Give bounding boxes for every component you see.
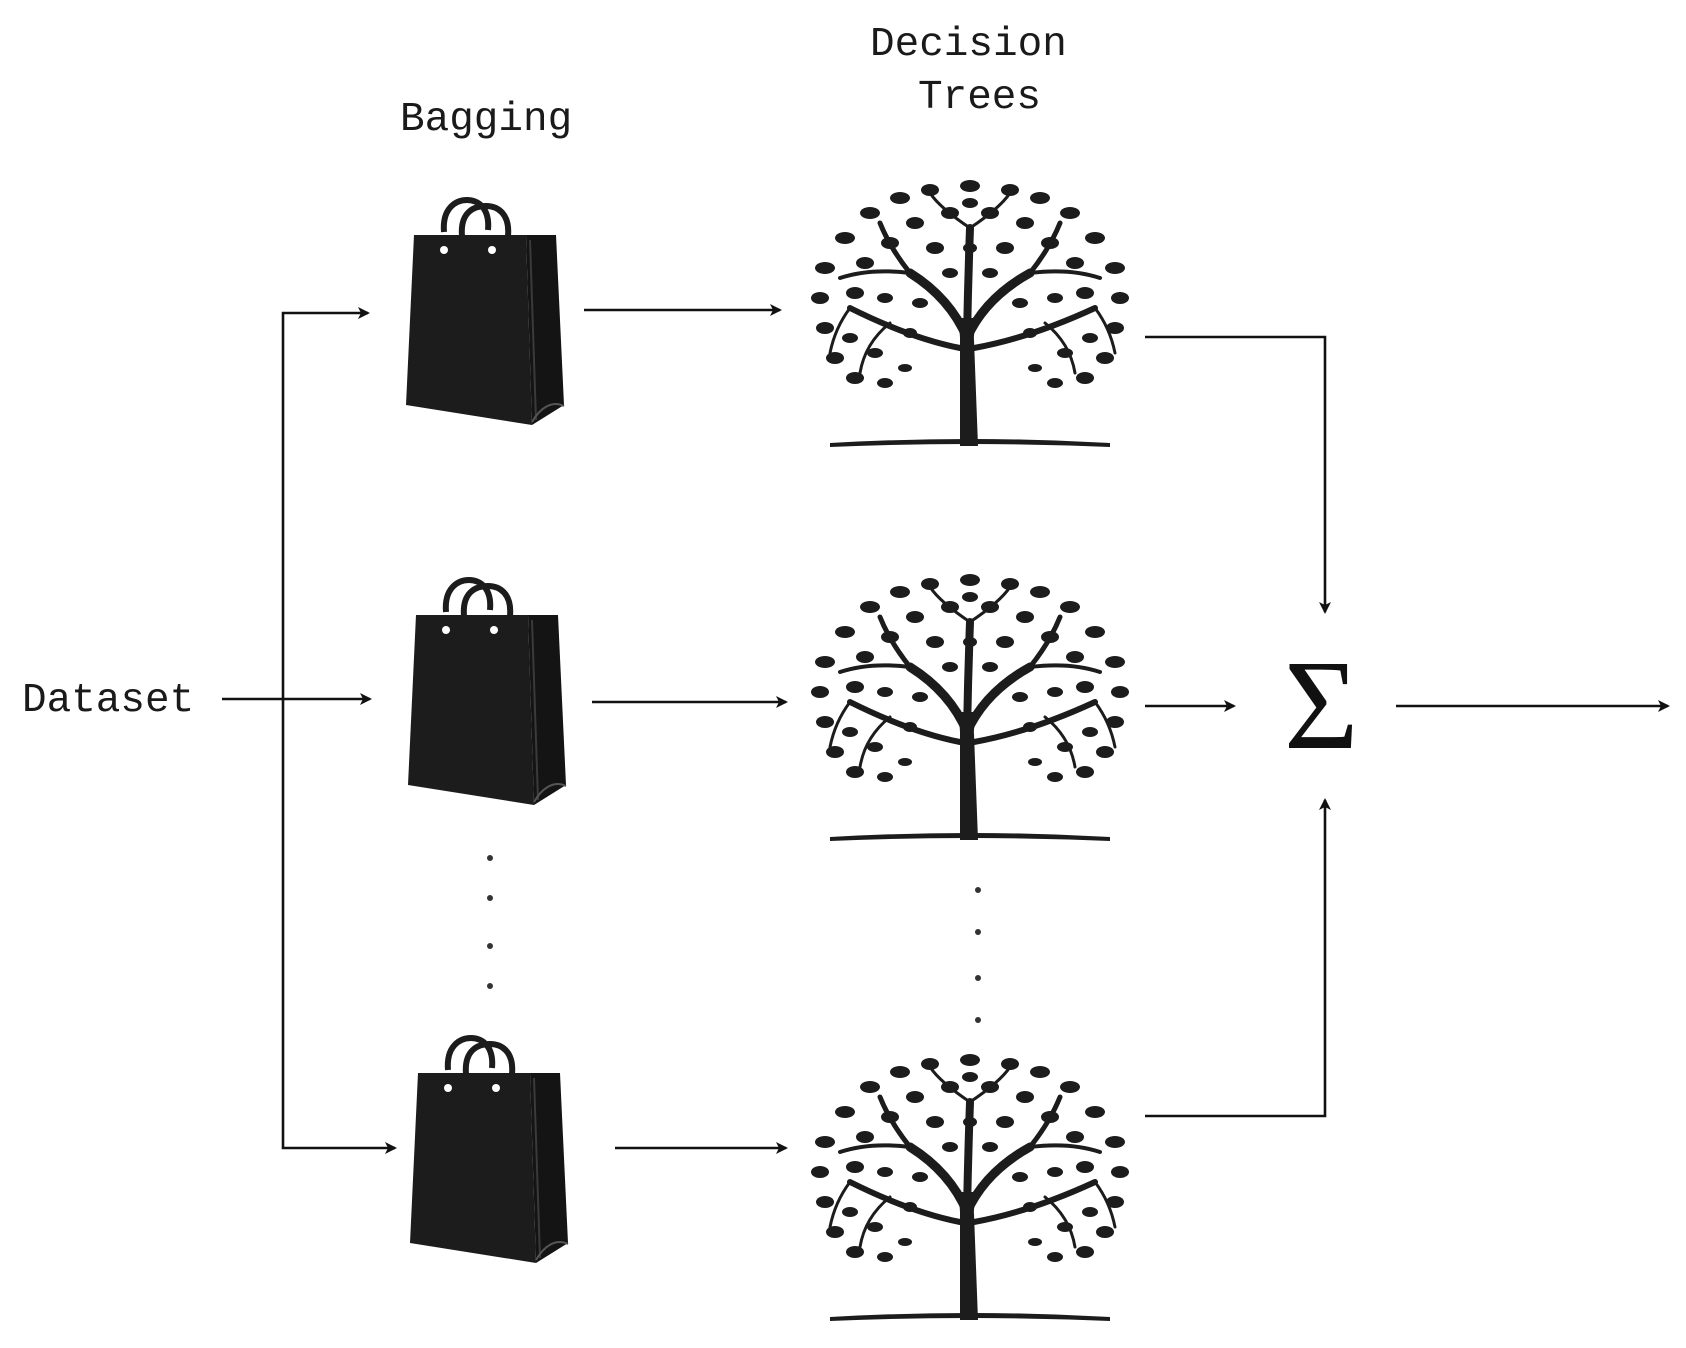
tree-to-sum-top xyxy=(1145,335,1331,614)
tree-ellipsis xyxy=(975,887,981,1023)
bag-icon xyxy=(406,200,564,425)
bag-icon xyxy=(408,580,566,805)
bagging-header: Bagging xyxy=(400,97,572,143)
tree-to-sum-bottom xyxy=(1145,798,1331,1118)
dataset-branch-top xyxy=(281,307,370,699)
decision-trees-header-line2: Trees xyxy=(918,75,1041,121)
dataset-branch-bottom xyxy=(281,699,397,1154)
sum-symbol: Σ xyxy=(1284,634,1359,776)
tree-icon xyxy=(811,574,1129,841)
bag-to-tree-arrows xyxy=(584,304,788,1154)
dataset-connectors xyxy=(222,307,397,1154)
tree-to-sum-connectors xyxy=(1145,335,1331,1118)
tree-icon xyxy=(811,1054,1129,1321)
bag-icon xyxy=(410,1038,568,1263)
decision-trees-header-line1: Decision xyxy=(870,22,1067,68)
tree-icon xyxy=(811,180,1129,447)
bag-ellipsis xyxy=(487,855,493,989)
dataset-label: Dataset xyxy=(22,678,194,724)
